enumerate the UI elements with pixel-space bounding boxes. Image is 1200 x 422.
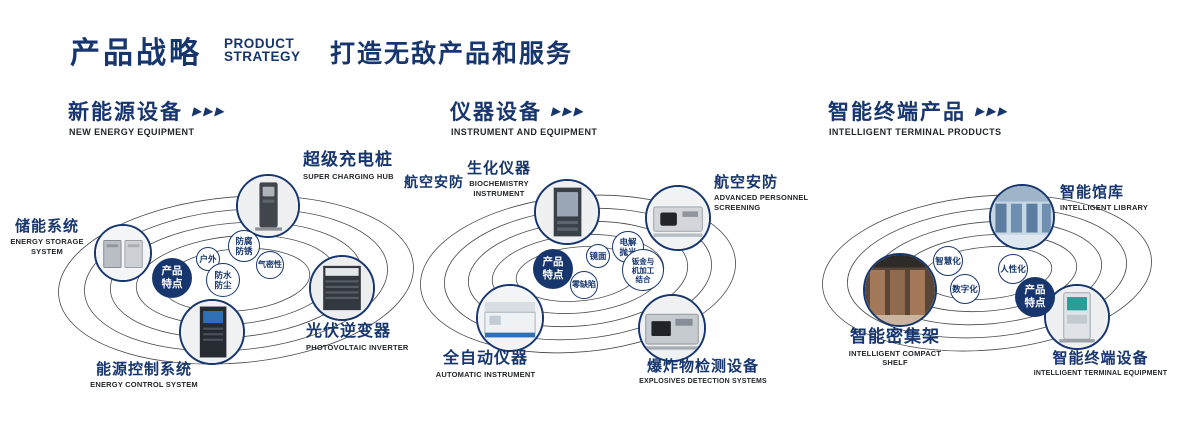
feature-bubble: 镜面 bbox=[586, 244, 610, 268]
label-compact-shelf: 智能密集架 INTELLIGENT COMPACT SHELF bbox=[820, 327, 970, 368]
label-super-charging-hub: 超级充电桩 SUPER CHARGING HUB bbox=[303, 150, 423, 181]
label-automatic-instrument: 全自动仪器 AUTOMATIC INSTRUMENT bbox=[423, 350, 548, 380]
page-title-en: PRODUCT STRATEGY bbox=[224, 36, 301, 64]
label-terminal-equipment: 智能终端设备 INTELLIGENT TERMINAL EQUIPMENT bbox=[1028, 350, 1173, 378]
label-intelligent-library: 智能馆库 INTELLIGENT LIBRARY bbox=[1060, 184, 1165, 213]
product-features-badge: 产品特点 bbox=[152, 258, 192, 298]
product-name: 智能终端设备 bbox=[1052, 350, 1149, 367]
section-subtitle: INTELLIGENT TERMINAL PRODUCTS bbox=[829, 127, 1002, 137]
energy-control-image bbox=[181, 301, 243, 363]
automatic-instrument-circle bbox=[476, 284, 544, 352]
compact-shelf-circle bbox=[863, 253, 937, 327]
biochemistry-instrument-image bbox=[536, 181, 598, 243]
product-name: 航空安防 bbox=[714, 174, 779, 191]
product-name: 光伏逆变器 bbox=[306, 323, 392, 340]
product-name: 智能密集架 bbox=[850, 327, 940, 346]
pv-inverter-image bbox=[311, 257, 373, 319]
explosives-detector-image bbox=[640, 296, 704, 360]
feature-bubble: 防腐防锈 bbox=[228, 230, 260, 262]
orbit-rings bbox=[822, 194, 1152, 352]
terminal-equipment-circle bbox=[1044, 284, 1110, 350]
product-name-en: SUPER CHARGING HUB bbox=[303, 171, 394, 181]
product-name-en: PHOTOVOLTAIC INVERTER bbox=[306, 343, 409, 353]
label-pv-inverter: 光伏逆变器 PHOTOVOLTAIC INVERTER bbox=[306, 323, 421, 353]
product-name: 能源控制系统 bbox=[95, 361, 192, 378]
product-name: 航空安防 bbox=[404, 174, 464, 190]
intelligent-library-circle bbox=[989, 184, 1055, 250]
super-charging-hub-image bbox=[238, 176, 298, 236]
product-features-badge: 产品特点 bbox=[533, 249, 573, 289]
product-name: 储能系统 bbox=[14, 218, 79, 235]
product-name: 爆炸物检测设备 bbox=[646, 358, 759, 375]
personnel-screening-circle bbox=[645, 185, 711, 251]
product-name-en: ENERGY CONTROL SYSTEM bbox=[90, 380, 198, 390]
feature-bubble: 数字化 bbox=[950, 274, 980, 304]
feature-bubble: 人性化 bbox=[998, 254, 1028, 284]
compact-shelf-image bbox=[865, 255, 935, 325]
terminal-equipment-image bbox=[1046, 286, 1108, 348]
pv-inverter-circle bbox=[309, 255, 375, 321]
intelligent-library-image bbox=[991, 186, 1053, 248]
feature-bubble: 气密性 bbox=[256, 251, 284, 279]
triple-arrow-icon: ▶▶▶ bbox=[550, 104, 588, 118]
triple-arrow-icon: ▶▶▶ bbox=[974, 104, 1012, 118]
product-name-en: INTELLIGENT TERMINAL EQUIPMENT bbox=[1033, 370, 1168, 378]
label-explosives-detector: 爆炸物检测设备 EXPLOSIVES DETECTION SYSTEMS bbox=[628, 358, 778, 386]
energy-control-circle bbox=[179, 299, 245, 365]
section-header: 智能终端产品 ▶▶▶ bbox=[828, 96, 1012, 126]
feature-bubble: 零缺陷 bbox=[570, 271, 598, 299]
product-name-en: ADVANCED PERSONNEL SCREENING bbox=[714, 193, 809, 212]
energy-storage-circle bbox=[94, 224, 152, 282]
product-features-badge: 产品特点 bbox=[1015, 277, 1055, 317]
product-name: 超级充电桩 bbox=[303, 150, 393, 169]
energy-storage-image bbox=[96, 226, 150, 280]
feature-bubble: 防水防尘 bbox=[206, 263, 240, 297]
product-name-en: EXPLOSIVES DETECTION SYSTEMS bbox=[639, 378, 767, 386]
super-charging-hub-circle bbox=[236, 174, 300, 238]
product-name-en: BIOCHEMISTRY INSTRUMENT bbox=[469, 179, 529, 198]
section-title: 智能终端产品 bbox=[828, 101, 966, 124]
biochemistry-instrument-circle bbox=[534, 179, 600, 245]
page-tagline: 打造无敌产品和服务 bbox=[330, 40, 574, 68]
explosives-detector-circle bbox=[638, 294, 706, 362]
section-header: 仪器设备 ▶▶▶ bbox=[450, 96, 588, 126]
product-name-en: AUTOMATIC INSTRUMENT bbox=[435, 370, 536, 380]
orbit-rings bbox=[420, 194, 736, 354]
label-personnel-screening: 航空安防 ADVANCED PERSONNEL SCREENING bbox=[714, 174, 814, 213]
section-title: 仪器设备 bbox=[450, 101, 542, 124]
triple-arrow-icon: ▶▶▶ bbox=[191, 104, 229, 118]
label-energy-storage: 储能系统 ENERGY STORAGE SYSTEM bbox=[2, 218, 92, 257]
label-aviation-security-side: 航空安防 bbox=[404, 174, 464, 190]
section-subtitle: NEW ENERGY EQUIPMENT bbox=[69, 127, 195, 137]
product-name-en: ENERGY STORAGE SYSTEM bbox=[10, 237, 84, 256]
label-energy-control: 能源控制系统 ENERGY CONTROL SYSTEM bbox=[85, 361, 203, 390]
page-title: 产品战略 bbox=[70, 37, 202, 70]
label-biochemistry-instrument: 生化仪器 BIOCHEMISTRY INSTRUMENT bbox=[455, 160, 543, 199]
section-title: 新能源设备 bbox=[68, 101, 183, 124]
product-name: 全自动仪器 bbox=[442, 350, 528, 367]
product-name: 智能馆库 bbox=[1060, 184, 1125, 201]
automatic-instrument-image bbox=[478, 286, 542, 350]
product-name: 生化仪器 bbox=[466, 160, 531, 177]
feature-bubble: 智慧化 bbox=[933, 246, 963, 276]
section-subtitle: INSTRUMENT AND EQUIPMENT bbox=[451, 127, 598, 137]
feature-bubble: 钣金与机加工结合 bbox=[622, 249, 664, 291]
product-name-en: INTELLIGENT COMPACT SHELF bbox=[848, 348, 942, 368]
product-name-en: INTELLIGENT LIBRARY bbox=[1060, 203, 1149, 213]
section-header: 新能源设备 ▶▶▶ bbox=[68, 96, 229, 126]
personnel-screening-image bbox=[647, 187, 709, 249]
